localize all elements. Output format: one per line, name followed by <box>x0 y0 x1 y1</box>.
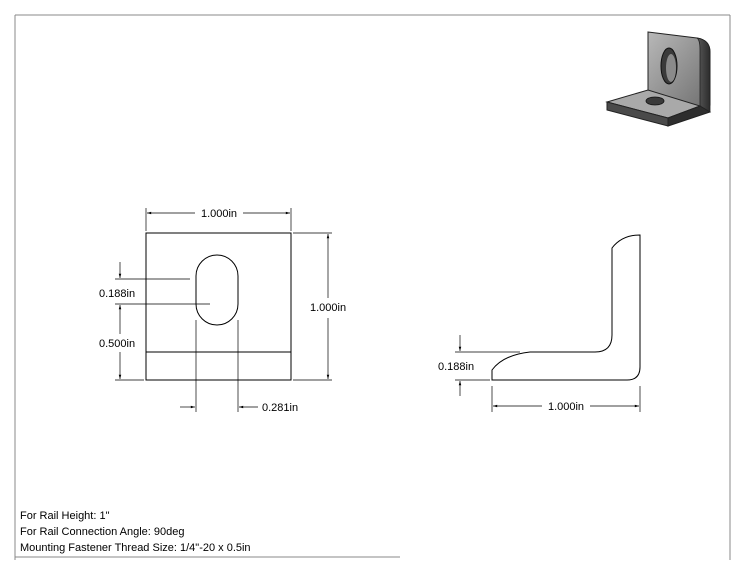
front-outline <box>145 232 292 381</box>
dim-slot-offset: 0.188in <box>99 288 135 300</box>
dim-slot-height: 0.500in <box>99 338 135 350</box>
dim-top-width: 1.000in <box>201 208 237 220</box>
note-connection-angle: For Rail Connection Angle: 90deg <box>20 526 185 538</box>
dim-side-width: 1.000in <box>548 401 584 413</box>
dim-side-thickness: 0.188in <box>438 361 474 373</box>
note-fastener: Mounting Fastener Thread Size: 1/4"-20 x… <box>20 542 251 554</box>
sheet-border <box>14 14 731 560</box>
mounting-slot <box>195 254 239 326</box>
isometric-view <box>605 31 712 127</box>
front-dimensions <box>115 208 332 412</box>
side-view <box>491 234 641 381</box>
hole-3d <box>645 96 665 106</box>
drawing-notes: For Rail Height: 1" For Rail Connection … <box>20 508 251 556</box>
dim-slot-width: 0.281in <box>262 402 298 414</box>
dim-overall-height: 1.000in <box>310 302 346 314</box>
side-dimensions <box>455 335 641 412</box>
front-view <box>145 232 292 381</box>
note-rail-height: For Rail Height: 1" <box>20 510 110 522</box>
side-profile <box>491 234 641 381</box>
